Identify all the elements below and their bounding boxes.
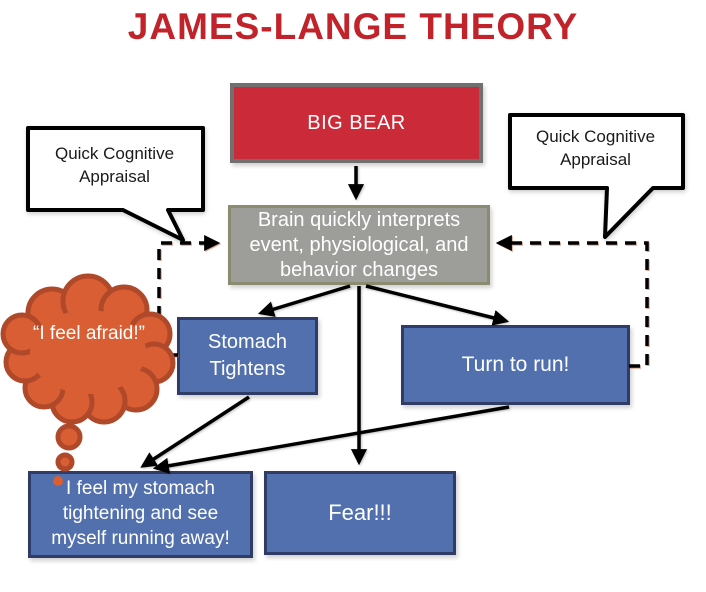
- node-fear: Fear!!!: [264, 471, 456, 555]
- node-turn-to-run: Turn to run!: [401, 325, 630, 405]
- speech-bubble-left-shape: [26, 126, 205, 242]
- arrow-run-to-statement: [152, 405, 510, 474]
- node-i-feel-stomach: I feel my stomach tightening and see mys…: [28, 471, 253, 558]
- speech-bubble-left-label: Quick Cognitive Appraisal: [54, 144, 175, 186]
- arrow-brain-to-run: [365, 284, 510, 326]
- arrow-stomach-to-statement: [140, 395, 250, 468]
- speech-bubble-right-shape: [508, 113, 685, 239]
- speech-bubble-right-label: Quick Cognitive Appraisal: [535, 127, 656, 169]
- node-big-bear: BIG BEAR: [230, 83, 483, 163]
- thought-trail-dot-large: [55, 423, 83, 451]
- node-big-bear-label: BIG BEAR: [307, 111, 406, 134]
- arrow-brain-to-stomach: [257, 284, 351, 317]
- node-stomach-tightens: Stomach Tightens: [177, 317, 318, 395]
- node-brain-label: Brain quickly interprets event, physiolo…: [249, 208, 469, 281]
- node-turn-label: Turn to run!: [461, 353, 570, 376]
- thought-cloud-shape: [0, 273, 176, 486]
- node-fear-label: Fear!!!: [328, 500, 392, 525]
- thought-cloud-label: “I feel afraid!”: [33, 323, 145, 344]
- node-stomach-label: Stomach Tightens: [208, 331, 287, 380]
- page-title: JAMES-LANGE THEORY: [127, 6, 579, 47]
- thought-trail-dot-medium: [55, 452, 75, 472]
- node-i-feel-label: I feel my stomach tightening and see mys…: [51, 478, 230, 549]
- node-brain-interpretation: Brain quickly interprets event, physiolo…: [228, 205, 490, 285]
